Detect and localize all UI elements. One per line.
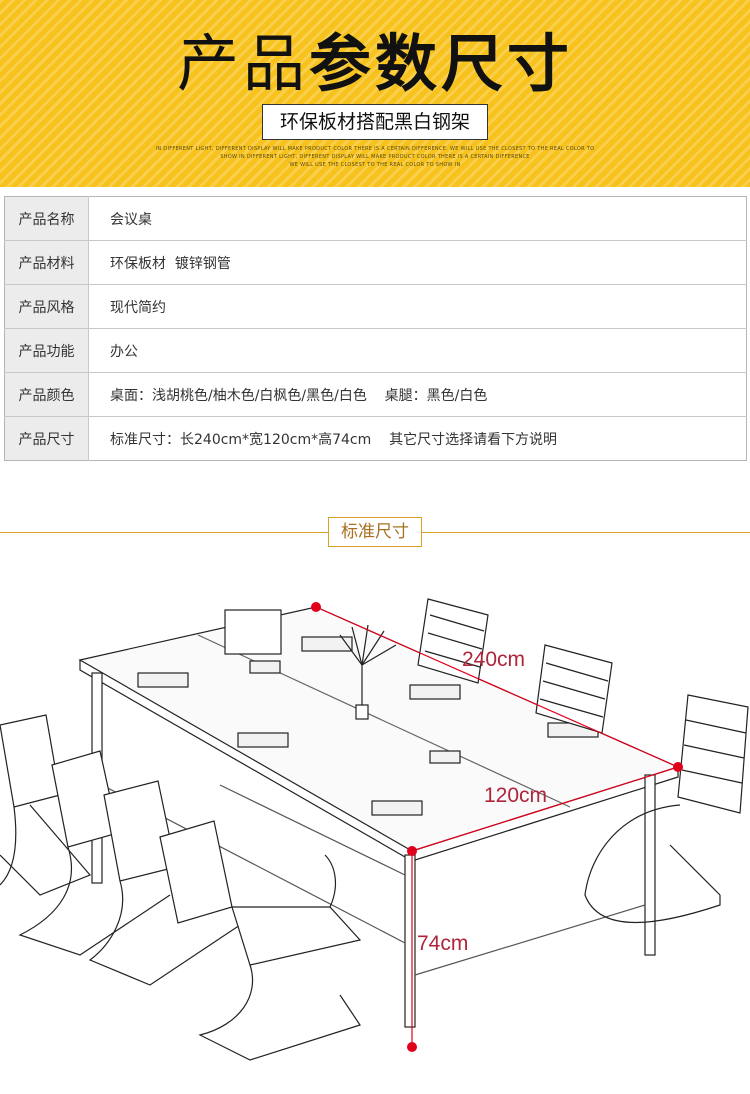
page-title: 产品参数尺寸 [0,26,750,102]
chair [584,694,749,923]
section-title: 标准尺寸 [328,517,422,547]
header-banner: 产品参数尺寸 环保板材搭配黑白钢架 IN DIFFERENT LIGHT, DI… [0,0,750,187]
dimension-marker [673,762,683,772]
spec-label: 产品风格 [4,284,89,329]
spec-label: 产品材料 [4,240,89,285]
title-part-bold: 参数尺寸 [309,27,574,100]
cable-box [249,660,281,674]
cable-box [429,750,461,764]
chair [0,714,92,896]
table-dimension-drawing: 240cm 120cm 74cm [0,598,749,1061]
chair [159,820,362,1061]
cable-box [301,636,353,652]
dimension-marker [311,602,321,612]
laptop [224,609,282,655]
spec-value: 标准尺寸：长240cm*宽120cm*高74cm 其它尺寸选择请看下方说明 [110,431,558,448]
height-label: 74cm [417,932,468,955]
spec-label: 产品颜色 [4,372,89,417]
width-label: 120cm [484,784,547,807]
cable-box [137,672,189,688]
spec-row: 产品尺寸 标准尺寸：长240cm*宽120cm*高74cm 其它尺寸选择请看下方… [4,416,747,461]
spec-row: 产品材料 环保板材 镀锌钢管 [4,240,747,285]
title-part-regular: 产品 [176,27,309,100]
table-leg [644,774,656,956]
cable-box [409,684,461,700]
dimension-lines [311,602,683,1052]
spec-label: 产品名称 [4,196,89,241]
spec-row: 产品名称 会议桌 [4,196,747,241]
dimension-marker [407,1042,417,1052]
plant [339,624,397,720]
spec-value: 环保板材 镀锌钢管 [88,240,747,285]
spec-value: 会议桌 [88,196,747,241]
spec-label: 产品尺寸 [4,416,89,461]
fine-print-line-1: IN DIFFERENT LIGHT, DIFFERENT DISPLAY WI… [155,146,595,152]
chair [535,644,613,734]
cable-box [371,800,423,816]
chair [417,598,489,684]
spec-row: 产品功能 办公 [4,328,747,373]
spec-value: 桌面：浅胡桃色/柚木色/白枫色/黑色/白色 桌腿：黑色/白色 [88,372,747,417]
spec-row: 产品颜色 桌面：浅胡桃色/柚木色/白枫色/黑色/白色 桌腿：黑色/白色 [4,372,747,417]
spec-label: 产品功能 [4,328,89,373]
fine-print-line-2: SHOW IN DIFFERENT LIGHT, DIFFERENT DISPL… [220,154,530,160]
cable-box [237,732,289,748]
fine-print-line-3: WE WILL USE THE CLOSEST TO THE REAL COLO… [289,162,461,168]
spec-table: 产品名称 会议桌 产品材料 环保板材 镀锌钢管 产品风格 现代简约 产品功能 办… [4,196,747,461]
spec-row: 产品风格 现代简约 [4,284,747,329]
table-leg [404,854,416,1028]
spec-value: 现代简约 [88,284,747,329]
spec-value: 办公 [88,328,747,373]
length-label: 240cm [462,648,525,671]
subtitle-badge: 环保板材搭配黑白钢架 [262,104,488,140]
dimension-marker [407,846,417,856]
